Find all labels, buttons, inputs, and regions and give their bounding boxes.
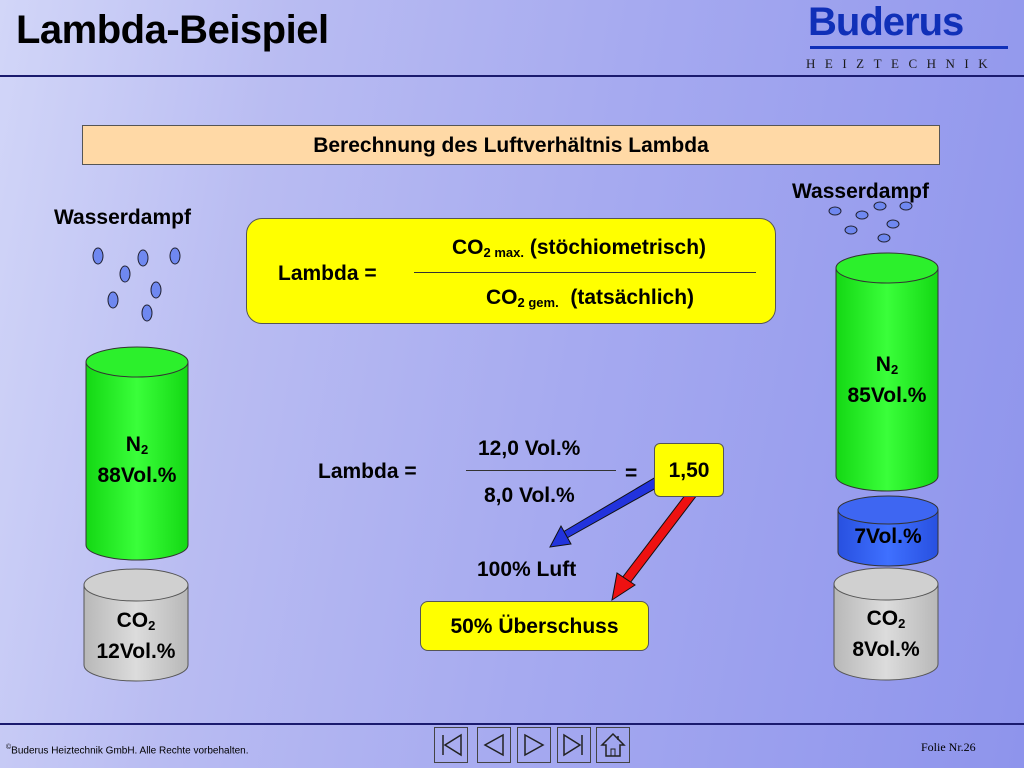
formula-denominator: CO2 gem. (tatsächlich) [486, 286, 695, 310]
surplus-box: 50% Überschuss [420, 601, 649, 651]
example-equals: = [625, 462, 638, 485]
home-button[interactable] [596, 727, 630, 763]
copyright: ©Buderus Heiztechnik GmbH. Alle Rechte v… [6, 744, 249, 757]
last-slide-button[interactable] [557, 727, 591, 763]
footer-divider [0, 723, 1024, 725]
red-arrow [611, 489, 698, 602]
example-lhs: Lambda = [318, 460, 417, 483]
example-fraction-line [466, 470, 616, 471]
last-slide-icon [563, 733, 583, 757]
result-value: 1,50 [668, 459, 710, 482]
right-water-droplets [828, 201, 913, 243]
first-slide-button[interactable] [434, 727, 468, 763]
left-vapor-label: Wasserdampf [54, 206, 191, 229]
left-n2-label: N2 88Vol.% [97, 433, 177, 487]
formula-fraction-line [414, 272, 756, 273]
left-n2-cylinder [85, 346, 189, 561]
example-denominator: 8,0 Vol.% [484, 484, 575, 507]
example-numerator: 12,0 Vol.% [478, 437, 581, 460]
lambda-formula-box [246, 218, 776, 324]
result-box [654, 443, 724, 497]
home-icon [600, 732, 626, 757]
logo-underline [810, 46, 1008, 49]
first-slide-icon [442, 733, 462, 757]
right-co2-cylinder [833, 567, 939, 681]
next-slide-button[interactable] [517, 727, 551, 763]
right-co2-label: CO2 8Vol.% [852, 607, 920, 661]
right-o2-cylinder [837, 495, 939, 567]
previous-slide-icon [483, 733, 504, 757]
slide-number: Folie Nr.26 [921, 740, 976, 754]
right-vapor-label: Wasserdampf [792, 180, 929, 203]
logo-subtitle: HEIZTECHNIK [806, 56, 998, 71]
left-water-droplets [92, 247, 181, 322]
buderus-logo: Buderus [808, 0, 964, 44]
left-co2-cylinder [83, 568, 189, 682]
full-air-label: 100% Luft [477, 558, 577, 581]
left-co2-label: CO2 12Vol.% [96, 609, 176, 663]
right-o2-label: 7Vol.% [854, 525, 922, 548]
formula-numerator: CO2 max. (stöchiometrisch) [452, 236, 707, 260]
formula-lhs: Lambda = [278, 262, 377, 285]
section-banner: Berechnung des Luftverhältnis Lambda [82, 125, 940, 165]
right-n2-label: N2 85Vol.% [847, 353, 927, 407]
next-slide-icon [524, 733, 545, 757]
previous-slide-button[interactable] [477, 727, 511, 763]
header-divider [0, 75, 1024, 77]
right-n2-cylinder [835, 252, 939, 492]
page-title: Lambda-Beispiel [16, 8, 329, 52]
